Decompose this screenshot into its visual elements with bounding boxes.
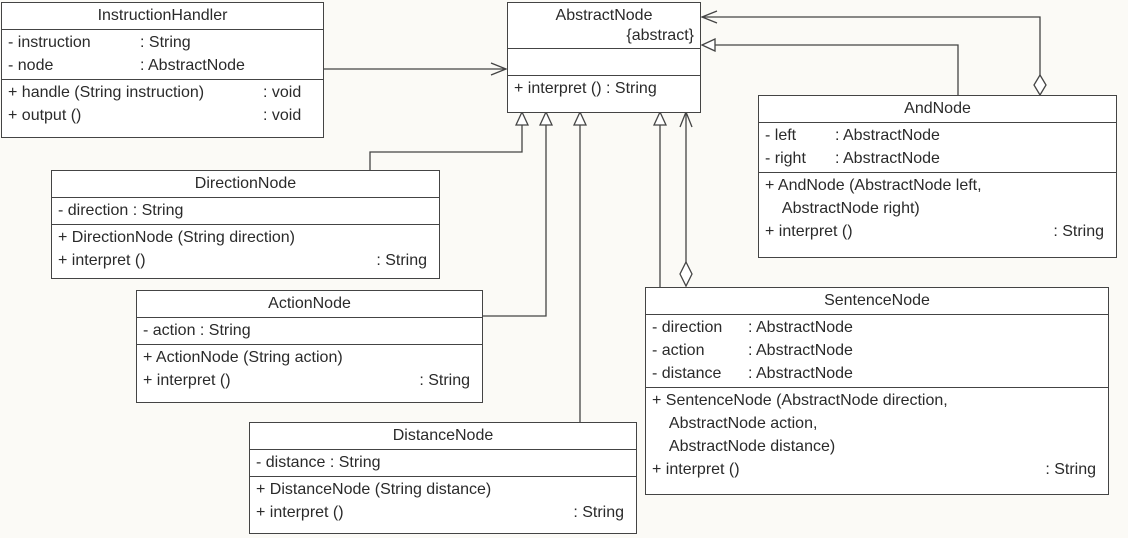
attribute: - action: AbstractNode	[652, 342, 853, 359]
class-name: DistanceNode	[250, 423, 636, 450]
operations-section: + AndNode (AbstractNode left, AbstractNo…	[759, 173, 1116, 245]
class-name: DirectionNode	[52, 171, 439, 198]
attribute: - direction: AbstractNode	[652, 319, 853, 336]
attribute: - instruction: String	[8, 34, 191, 51]
operation: + interpret (): String	[765, 223, 1104, 240]
operation: + interpret (): String	[143, 372, 470, 389]
attribute: - right: AbstractNode	[765, 150, 940, 167]
class-name: AbstractNode	[555, 7, 653, 24]
class-name: InstructionHandler	[2, 3, 323, 30]
operation: + DirectionNode (String direction)	[58, 229, 295, 246]
operation: AbstractNode right)	[765, 200, 920, 217]
generalization-actionnode	[483, 112, 546, 317]
operation: AbstractNode distance)	[652, 438, 836, 455]
operation: + handle (String instruction): void	[8, 84, 302, 101]
attributes-section: - distance : String	[250, 450, 636, 477]
operation: + SentenceNode (AbstractNode direction,	[652, 392, 948, 409]
attributes-section: - direction: AbstractNode - action: Abst…	[646, 315, 1108, 388]
aggregation-andnode	[700, 10, 1041, 76]
attribute: - left: AbstractNode	[765, 127, 940, 144]
class-and-node[interactable]: AndNode - left: AbstractNode - right: Ab…	[758, 95, 1117, 258]
operation: + DistanceNode (String distance)	[256, 481, 492, 498]
operation: + output (): void	[8, 107, 302, 124]
operations-section: + interpret () : String	[508, 76, 700, 102]
class-direction-node[interactable]: DirectionNode - direction : String + Dir…	[51, 170, 440, 279]
class-abstract-node[interactable]: AbstractNode {abstract} + interpret () :…	[507, 2, 701, 113]
operation: AbstractNode action,	[652, 415, 818, 432]
class-instruction-handler[interactable]: InstructionHandler - instruction: String…	[1, 2, 324, 138]
operation: + interpret () : String	[514, 80, 657, 97]
operations-section: + DistanceNode (String distance) + inter…	[250, 477, 636, 526]
class-name: SentenceNode	[646, 288, 1108, 315]
operation: + interpret (): String	[256, 504, 624, 521]
operation: + interpret (): String	[58, 252, 427, 269]
attributes-section: - action : String	[137, 318, 482, 345]
operations-section: + DirectionNode (String direction) + int…	[52, 225, 439, 274]
operation: + AndNode (AbstractNode left,	[765, 177, 982, 194]
attributes-section-empty	[508, 49, 700, 76]
class-name: AndNode	[759, 96, 1116, 123]
generalization-andnode	[702, 45, 959, 95]
attribute: - distance: AbstractNode	[652, 365, 853, 382]
attribute: - distance : String	[256, 454, 381, 471]
attributes-section: - instruction: String - node: AbstractNo…	[2, 30, 323, 80]
attributes-section: - left: AbstractNode - right: AbstractNo…	[759, 123, 1116, 173]
class-sentence-node[interactable]: SentenceNode - direction: AbstractNode -…	[645, 287, 1109, 495]
class-name: ActionNode	[137, 291, 482, 318]
attribute: - node: AbstractNode	[8, 57, 245, 74]
class-action-node[interactable]: ActionNode - action : String + ActionNod…	[136, 290, 483, 403]
attribute: - direction : String	[58, 202, 184, 219]
class-distance-node[interactable]: DistanceNode - distance : String + Dista…	[249, 422, 637, 534]
abstract-stereotype: {abstract}	[626, 27, 694, 44]
operation: + ActionNode (String action)	[143, 349, 343, 366]
operations-section: + ActionNode (String action) + interpret…	[137, 345, 482, 394]
attributes-section: - direction : String	[52, 198, 439, 225]
generalization-directionnode	[369, 112, 522, 170]
operation: + interpret (): String	[652, 461, 1096, 478]
operations-section: + SentenceNode (AbstractNode direction, …	[646, 388, 1108, 483]
attribute: - action : String	[143, 322, 251, 339]
class-header: AbstractNode {abstract}	[508, 3, 700, 49]
aggregation-diamond-sentencenode	[679, 260, 693, 288]
aggregation-diamond-andnode	[1033, 73, 1047, 97]
operations-section: + handle (String instruction): void + ou…	[2, 80, 323, 129]
